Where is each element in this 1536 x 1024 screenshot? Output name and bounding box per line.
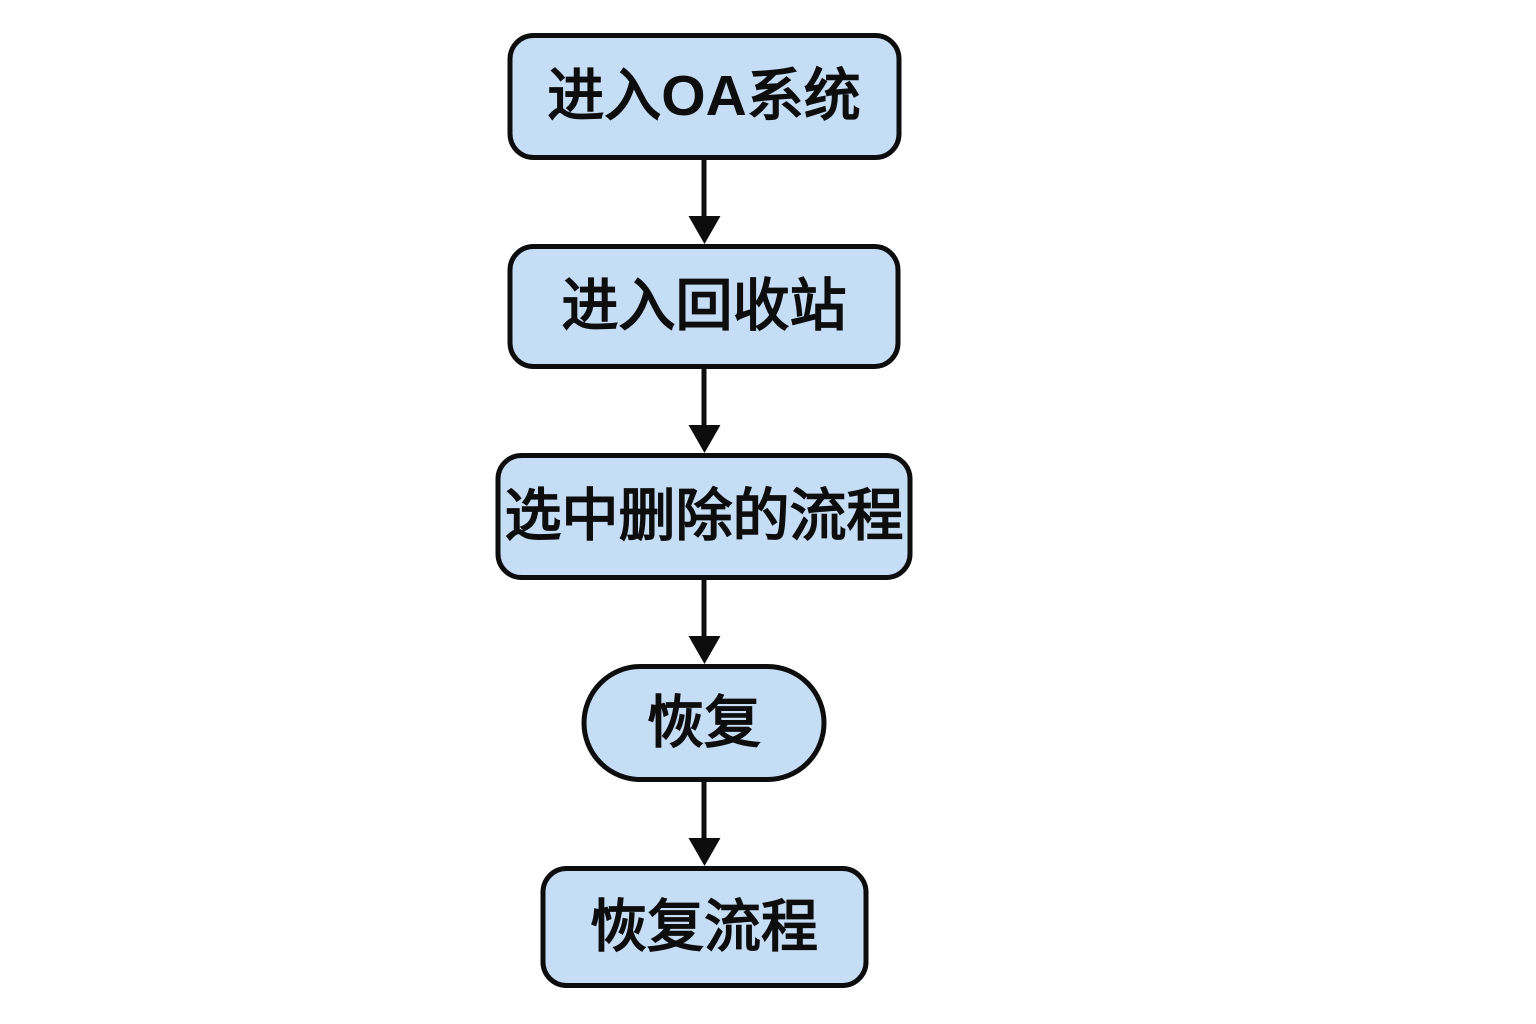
flow-node-label: 选中删除的流程 (504, 484, 904, 548)
arrow-head (688, 636, 720, 664)
flow-node-label: 进入回收站 (561, 274, 847, 338)
arrow-down-icon (688, 580, 720, 664)
arrow-shaft (701, 369, 707, 426)
flow-node-restore-process: 恢复流程 (540, 866, 868, 988)
arrow-down-icon (688, 369, 720, 453)
arrow-down-icon (688, 782, 720, 866)
flow-node-label: 进入OA系统 (547, 64, 861, 128)
flow-node-label: 恢复流程 (590, 894, 818, 959)
flowchart: 进入OA系统 进入回收站 选中删除的流程 恢复 恢复流程 (495, 33, 913, 988)
flow-node-restore: 恢复 (581, 664, 827, 782)
arrow-down-icon (688, 160, 720, 244)
arrow-shaft (701, 580, 707, 637)
flow-node-enter-recycle-bin: 进入回收站 (507, 244, 901, 369)
flow-node-select-deleted-process: 选中删除的流程 (495, 453, 913, 580)
arrow-head (688, 838, 720, 866)
arrow-head (688, 216, 720, 244)
arrow-head (688, 425, 720, 453)
arrow-shaft (701, 782, 707, 839)
arrow-shaft (701, 160, 707, 217)
flow-node-label: 恢复 (647, 690, 761, 755)
flow-node-enter-oa-system: 进入OA系统 (507, 33, 901, 160)
